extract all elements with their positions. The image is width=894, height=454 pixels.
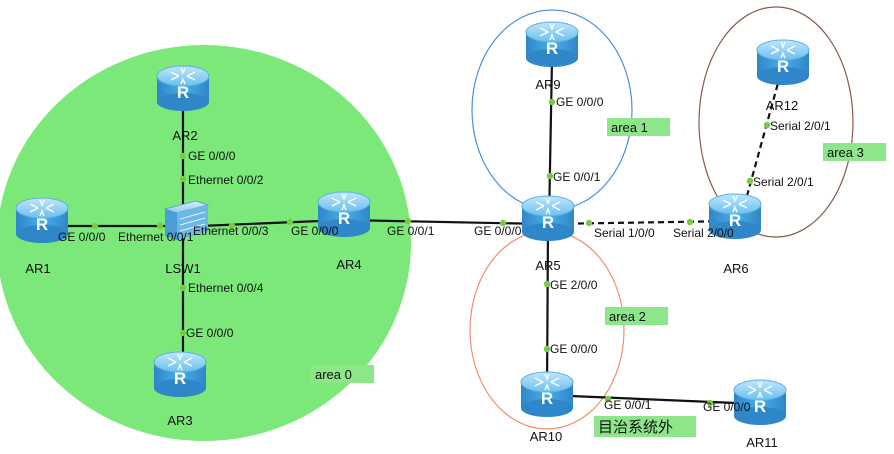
- external-area-label: 目治系统外: [594, 416, 696, 437]
- port-label-ar5-ge1: GE 0/0/1: [553, 170, 601, 184]
- port-label-ar6-serial-2-0-1: Serial 2/0/1: [753, 175, 814, 189]
- device-name-ar4: AR4: [336, 257, 361, 272]
- port-label-lsw1-e2: Ethernet 0/0/2: [188, 173, 264, 187]
- svg-text:area 1: area 1: [611, 120, 648, 135]
- area-label-2: area 2: [605, 307, 668, 325]
- link-ar5-ar10: [545, 224, 550, 396]
- device-name-ar2: AR2: [172, 128, 197, 143]
- port-label-ar5-serial: Serial 1/0/0: [594, 226, 655, 240]
- switch-icon: [163, 200, 210, 240]
- area-label-1: area 1: [607, 118, 670, 136]
- device-name-ar12: AR12: [766, 98, 799, 113]
- area-label-3: area 3: [823, 143, 886, 161]
- router-icon: [756, 39, 810, 86]
- port-label-ar11-ge: GE 0/0/0: [703, 400, 751, 414]
- svg-text:目治系统外: 目治系统外: [598, 419, 673, 436]
- device-name-ar10: AR10: [530, 429, 563, 444]
- port-label-lsw1-e3: Ethernet 0/0/3: [193, 224, 269, 238]
- port-label-ar12-serial: Serial 2/0/1: [770, 119, 831, 133]
- router-ar2[interactable]: [156, 65, 210, 112]
- router-ar12[interactable]: [756, 39, 810, 86]
- port-label-ar10-ge0: GE 0/0/0: [550, 342, 598, 356]
- svg-text:area 0: area 0: [315, 367, 352, 382]
- router-icon: [525, 21, 579, 68]
- port-label-ar3-ge: GE 0/0/0: [186, 326, 234, 340]
- link-ar5-ar6-serial: [547, 219, 736, 226]
- router-icon: [153, 351, 207, 398]
- router-ar10[interactable]: [520, 371, 574, 418]
- port-label-ar4-ge0: GE 0/0/0: [291, 224, 339, 238]
- device-name-ar6: AR6: [723, 261, 748, 276]
- device-name-ar1: AR1: [25, 261, 50, 276]
- device-name-ar9: AR9: [535, 77, 560, 92]
- port-label-ar6-serial: Serial 2/0/0: [673, 226, 734, 240]
- area-3-region: [698, 6, 854, 238]
- link-ar4-ar5: [343, 218, 545, 226]
- router-ar5[interactable]: [521, 195, 575, 242]
- svg-text:area 3: area 3: [827, 145, 864, 160]
- router-icon: [520, 371, 574, 418]
- switch-lsw1[interactable]: [163, 200, 210, 240]
- port-label-ar10-ge1: GE 0/0/1: [604, 398, 652, 412]
- link-ar9-ar5: [547, 59, 554, 223]
- port-label-lsw1-e4: Ethernet 0/0/4: [188, 281, 264, 295]
- router-ar9[interactable]: [525, 21, 579, 68]
- port-label-ar9-ge: GE 0/0/0: [556, 95, 604, 109]
- router-ar3[interactable]: [153, 351, 207, 398]
- device-name-lsw1: LSW1: [165, 261, 200, 276]
- area-0-region: [0, 45, 411, 441]
- device-name-ar3: AR3: [167, 413, 192, 428]
- port-label-ar1-ge: GE 0/0/0: [58, 230, 106, 244]
- port-label-ar2-ge: GE 0/0/0: [188, 149, 236, 163]
- link-ar10-ar11: [546, 393, 761, 406]
- router-icon: [156, 65, 210, 112]
- port-label-lsw1-e1: Ethernet 0/0/1: [118, 230, 194, 244]
- svg-text:area 2: area 2: [609, 309, 646, 324]
- port-label-ar5-ge0: GE 0/0/0: [474, 224, 522, 238]
- port-label-ar4-ge1: GE 0/0/1: [387, 224, 435, 238]
- port-label-ar5-ge2: GE 2/0/0: [550, 278, 598, 292]
- area-label-0: area 0: [311, 365, 374, 383]
- link-ar12-ar6-serial: [740, 64, 785, 215]
- device-name-ar11: AR11: [746, 435, 778, 450]
- device-name-ar5: AR5: [535, 258, 560, 273]
- router-icon: [521, 195, 575, 242]
